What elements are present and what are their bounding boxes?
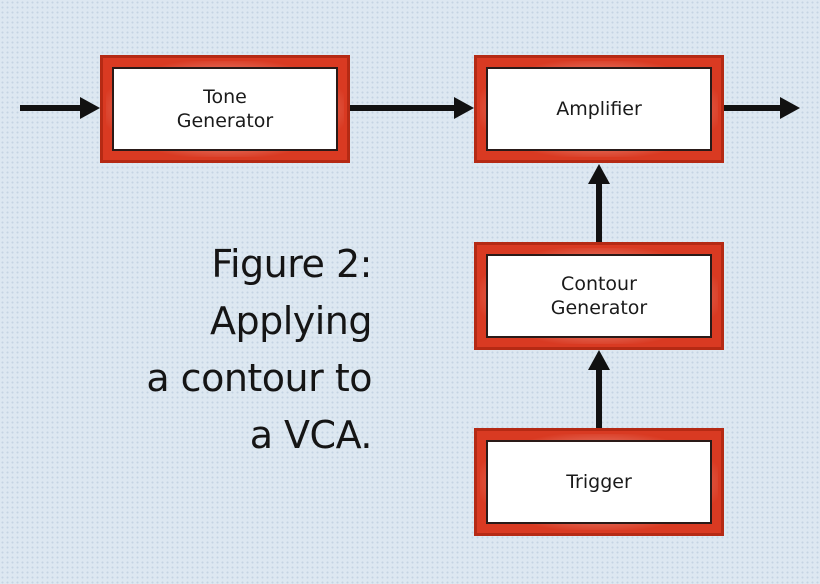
figure-caption: Figure 2: Applying a contour to a VCA. [146,236,372,464]
output-arrow [724,97,800,119]
tone-generator-box: Tone Generator [100,55,350,163]
caption-line-4: a VCA. [249,413,373,457]
contour-generator-box: Contour Generator [474,242,724,350]
contour-to-amplifier-arrow [588,164,610,242]
amplifier-label: Amplifier [556,98,642,120]
trigger-to-contour-arrow [588,350,610,428]
tone-generator-label: Tone Generator [176,86,274,132]
contour-generator-label: Contour Generator [550,273,648,319]
caption-line-1: Figure 2: [211,242,372,286]
caption-line-3: a contour to [146,356,372,400]
input-arrow [20,97,100,119]
caption-line-2: Applying [209,299,373,343]
trigger-label: Trigger [566,471,632,493]
trigger-box: Trigger [474,428,724,536]
amplifier-box: Amplifier [474,55,724,163]
tone-to-amplifier-arrow [350,97,474,119]
